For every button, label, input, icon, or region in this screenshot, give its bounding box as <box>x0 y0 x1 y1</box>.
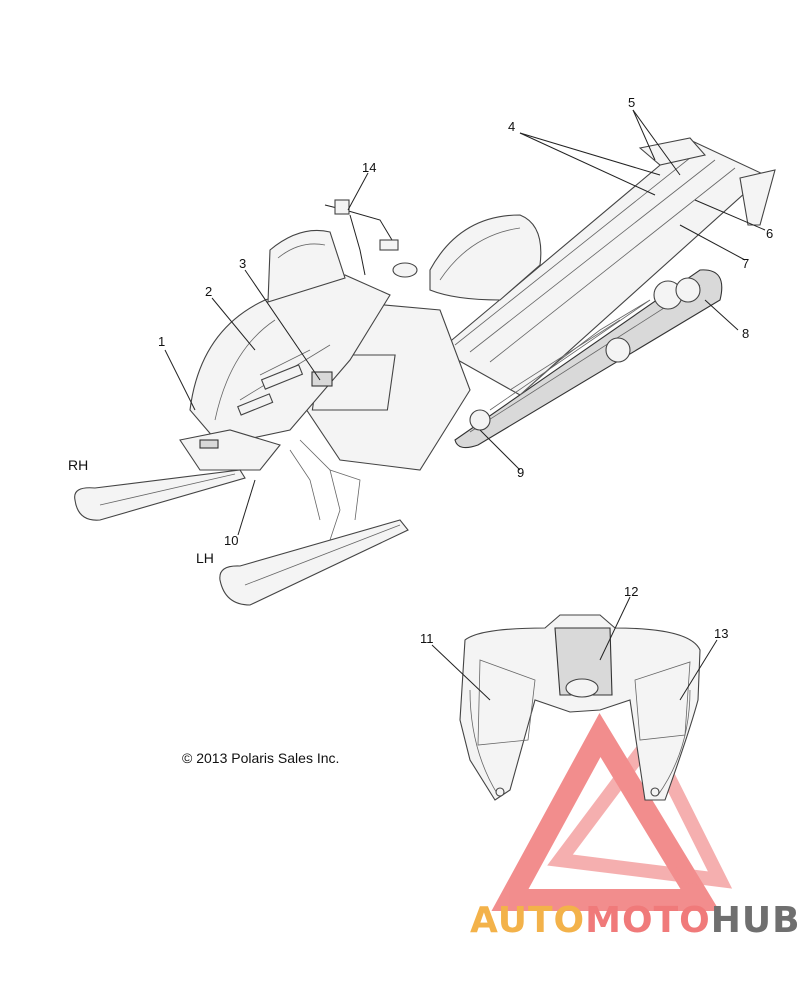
callout-1: 1 <box>158 334 165 349</box>
callout-13: 13 <box>714 626 728 641</box>
callout-5: 5 <box>628 95 635 110</box>
copyright-text: © 2013 Polaris Sales Inc. <box>182 750 340 766</box>
callout-8: 8 <box>742 326 749 341</box>
callout-12: 12 <box>624 584 638 599</box>
watermark-brand: AUTOMOTOHUB <box>470 900 800 941</box>
callout-3: 3 <box>239 256 246 271</box>
callout-10: 10 <box>224 533 238 548</box>
watermark-part-3: HUB <box>710 900 800 941</box>
watermark-part-2: MOTO <box>585 900 711 941</box>
callout-2: 2 <box>205 284 212 299</box>
watermark-part-1: AUTO <box>470 900 586 941</box>
callout-7: 7 <box>742 256 749 271</box>
callout-4: 4 <box>508 119 515 134</box>
snowmobile-illustration <box>74 137 776 606</box>
hood-panel-illustration <box>459 614 701 801</box>
callout-6: 6 <box>766 226 773 241</box>
label-rh: RH <box>68 457 88 473</box>
watermark-logo-icon <box>491 712 733 911</box>
leader-lines <box>164 109 766 701</box>
callout-11: 11 <box>420 631 434 646</box>
callout-14: 14 <box>362 160 376 175</box>
callout-9: 9 <box>517 465 524 480</box>
label-lh: LH <box>196 550 214 566</box>
